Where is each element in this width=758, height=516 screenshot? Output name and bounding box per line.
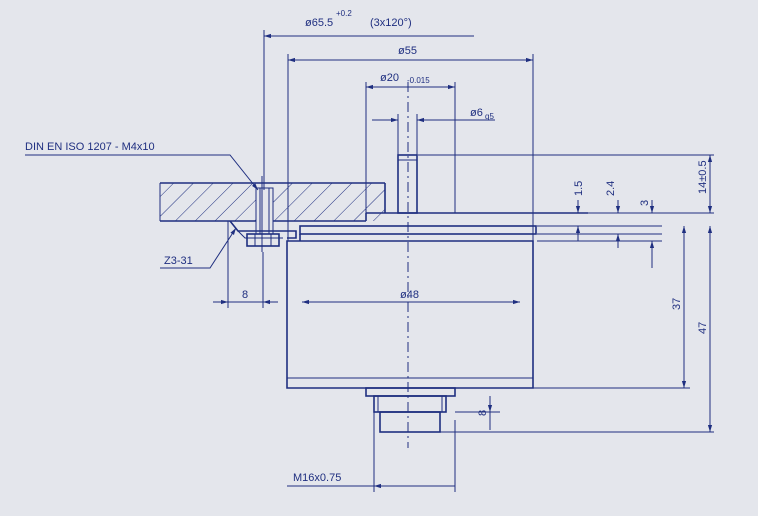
label-dia-20-tol: -0.015	[407, 76, 430, 85]
encoder-body	[286, 225, 537, 433]
label-dia-48: ø48	[400, 289, 419, 301]
label-8-bottom: 8	[477, 410, 489, 416]
label-3: 3	[639, 200, 651, 206]
label-dia-6: ø6	[470, 107, 483, 119]
label-47: 47	[697, 322, 709, 334]
shaft	[397, 154, 418, 214]
label-8-left: 8	[242, 289, 248, 301]
label-37: 37	[671, 298, 683, 310]
mounting-plate	[159, 182, 588, 222]
clamp	[227, 220, 297, 308]
label-1-5: 1.5	[573, 181, 585, 196]
label-thread: M16x0.75	[293, 472, 341, 484]
label-dia-outer-tol: +0.2	[336, 9, 352, 18]
label-dia-20: ø20	[380, 72, 399, 84]
dimension-lines	[25, 30, 714, 492]
label-dia-6-tol: g5	[485, 112, 494, 121]
label-dia-outer: ø65.5	[305, 17, 333, 29]
label-clamp: Z3-31	[164, 255, 193, 267]
label-dia-outer-note: (3x120°)	[370, 17, 412, 29]
dimension-labels: ø65.5 +0.2 (3x120°) ø55 ø20 -0.015 ø6 g5…	[25, 9, 709, 484]
label-2-4: 2.4	[605, 181, 617, 196]
label-14: 14±0.5	[697, 160, 709, 194]
label-screw: DIN EN ISO 1207 - M4x10	[25, 141, 155, 153]
label-dia-55: ø55	[398, 45, 417, 57]
screw	[246, 176, 280, 252]
